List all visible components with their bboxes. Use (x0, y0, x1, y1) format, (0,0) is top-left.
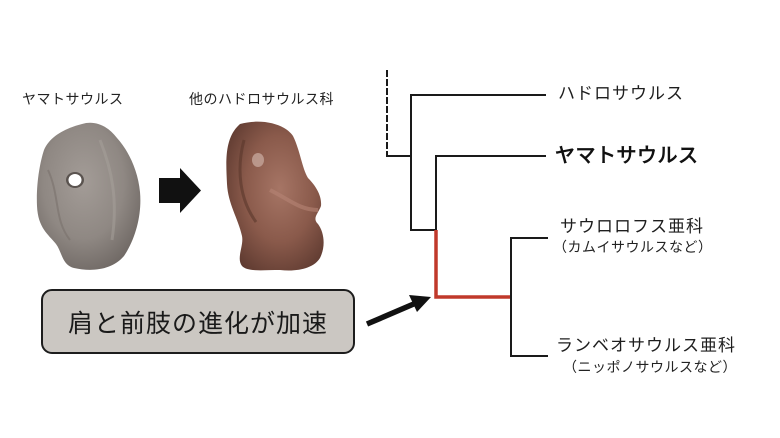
other-hadrosaurid-fossil-label: 他のハドロサウルス科 (189, 92, 334, 108)
diagonal-arrow-icon (365, 295, 431, 327)
brown-fossil-shape (226, 121, 324, 271)
taxon-yamatosaurus: ヤマトサウルス (555, 143, 699, 167)
yamatosaurus-fossil-image (36, 122, 141, 270)
callout-box: 肩と前肢の進化が加速 (41, 289, 355, 354)
taxon-lambeosaurinae-examples: （ニッポノサウルスなど） (563, 360, 737, 376)
grey-fossil-shape (36, 122, 141, 270)
callout-text: 肩と前肢の進化が加速 (67, 308, 328, 338)
other-hadrosaurid-fossil-image (226, 121, 324, 271)
phylogenetic-tree (386, 70, 548, 357)
taxon-hadrosaurus: ハドロサウルス (558, 84, 684, 104)
right-arrow-icon (159, 168, 201, 213)
yamatosaurus-fossil-label: ヤマトサウルス (22, 92, 124, 108)
taxon-lambeosaurinae: ランベオサウルス亜科 (556, 336, 736, 356)
taxon-saurolophinae: サウロロフス亜科 (560, 217, 704, 237)
highlighted-saurolophidae-branch (434, 230, 511, 299)
taxon-saurolophinae-examples: （カムイサウルスなど） (553, 240, 713, 256)
foramen-hole (68, 174, 82, 186)
